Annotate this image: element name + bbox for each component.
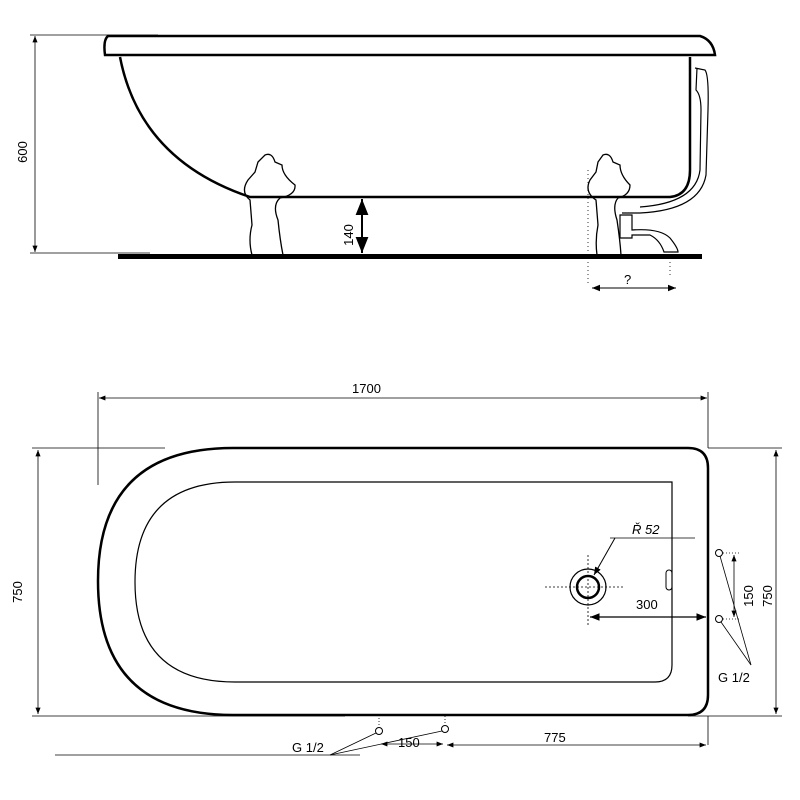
thread-right-label: G 1/2 bbox=[718, 670, 750, 685]
overflow-slot bbox=[665, 569, 673, 591]
tub-rim bbox=[103, 34, 717, 57]
overflow-pipe bbox=[622, 67, 709, 214]
drain-offset-label: 300 bbox=[636, 597, 658, 612]
tap-hole-bottom-left bbox=[375, 727, 383, 735]
foot-left bbox=[243, 153, 296, 256]
tap-hole-right-top bbox=[715, 549, 723, 557]
thread-bottom-label: G 1/2 bbox=[292, 740, 324, 755]
side-view bbox=[30, 34, 717, 292]
foot-right bbox=[587, 153, 631, 256]
height-label: 600 bbox=[15, 141, 30, 163]
width-left-label: 750 bbox=[10, 581, 25, 603]
tub-body bbox=[118, 56, 692, 199]
tub-inner-basin bbox=[134, 481, 673, 683]
tap-spacing-bottom-label: 150 bbox=[398, 735, 420, 750]
length-label: 1700 bbox=[352, 381, 381, 396]
drain-radius-label: Ř 52 bbox=[632, 522, 660, 537]
tap-offset-bottom-label: 775 bbox=[544, 730, 566, 745]
tap-hole-right-bottom bbox=[715, 615, 723, 623]
drain-trap bbox=[619, 214, 679, 253]
unknown-label: ? bbox=[624, 272, 631, 287]
tap-spacing-right-label: 150 bbox=[741, 585, 756, 607]
top-view bbox=[32, 392, 782, 756]
tap-hole-bottom-right bbox=[441, 725, 449, 733]
tub-outline bbox=[96, 446, 710, 717]
floor-line bbox=[118, 254, 702, 259]
leg-height-label: 140 bbox=[341, 224, 356, 246]
width-right-label: 750 bbox=[760, 585, 775, 607]
